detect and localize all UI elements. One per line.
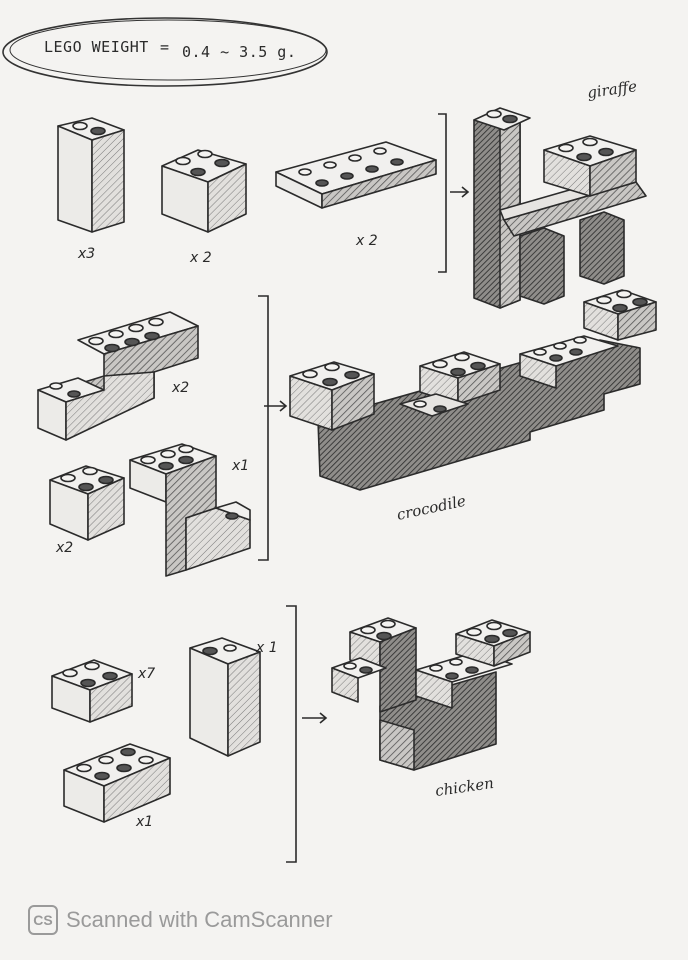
count-croc-l: x1: [231, 458, 249, 474]
label-chicken: chicken: [434, 774, 495, 800]
crocodile-model: [290, 290, 656, 490]
count-chicken-2x3: x1: [135, 814, 153, 830]
arrow-icon: [450, 187, 468, 197]
label-crocodile: crocodile: [395, 492, 467, 524]
arrow-icon: [302, 713, 326, 723]
count-chicken-tall: x 1: [255, 640, 278, 656]
giraffe-bracket: [438, 114, 446, 272]
count-croc-2x2: x2: [55, 540, 73, 556]
weight-range: 0.4 ~ 3.5 g.: [182, 43, 296, 61]
piece-2x2-brick: [162, 150, 246, 232]
chicken-model: [332, 618, 530, 770]
piece-plate: [276, 142, 436, 208]
camscanner-watermark: CS Scanned with CamScanner: [28, 905, 333, 935]
chicken-bracket: [286, 606, 296, 862]
crocodile-bracket: [258, 296, 268, 560]
weight-note: LEGO WEIGHT = 0.4 ~ 3.5 g.: [3, 18, 327, 86]
piece-tall-brick-chicken: [190, 638, 260, 756]
count-croc-step: x2: [171, 380, 189, 396]
piece-step-brick: [38, 312, 198, 440]
weight-equals: =: [160, 38, 170, 56]
watermark-text: Scanned with CamScanner: [66, 907, 333, 933]
piece-2x3-brick: [64, 744, 170, 822]
count-giraffe-tall: x3: [77, 246, 95, 262]
giraffe-model: [474, 108, 646, 308]
label-giraffe: giraffe: [586, 77, 638, 102]
camscanner-logo: CS: [28, 905, 58, 935]
piece-tall-brick: [58, 118, 124, 232]
piece-2x2-brick-croc: [50, 466, 124, 540]
piece-2x2-brick-chicken: [52, 660, 132, 722]
weight-label: LEGO WEIGHT: [44, 38, 149, 56]
count-chicken-2x2: x7: [137, 666, 155, 682]
count-giraffe-plate: x 2: [355, 233, 378, 249]
count-giraffe-2x2: x 2: [189, 250, 212, 266]
